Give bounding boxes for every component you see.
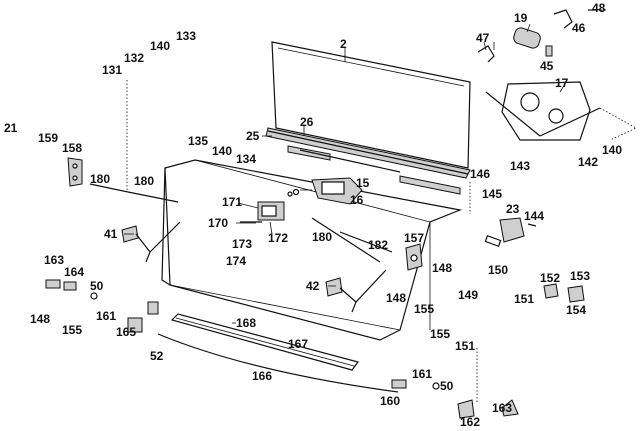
latch-assembly	[287, 177, 363, 205]
small-parts-right	[45, 279, 585, 419]
label-52: 52	[150, 349, 164, 363]
label-25: 25	[246, 129, 260, 143]
label-163a: 163	[44, 253, 64, 267]
label-142: 142	[578, 155, 598, 169]
lock-23	[484, 217, 537, 247]
label-161a: 161	[96, 309, 116, 323]
label-165: 165	[116, 325, 136, 339]
label-168: 168	[236, 316, 256, 330]
label-50a: 50	[90, 279, 104, 293]
label-2: 2	[340, 37, 347, 51]
label-146: 146	[470, 167, 490, 181]
label-155a: 155	[62, 323, 82, 337]
glass-panel	[271, 41, 471, 169]
label-180a: 180	[90, 172, 110, 186]
label-171: 171	[222, 195, 242, 209]
label-154: 154	[566, 303, 586, 317]
label-159: 159	[38, 131, 58, 145]
label-143: 143	[510, 159, 530, 173]
label-15: 15	[356, 176, 370, 190]
label-132: 132	[124, 51, 144, 65]
label-140b: 140	[212, 144, 232, 158]
label-158: 158	[62, 141, 82, 155]
label-150: 150	[488, 263, 508, 277]
label-180b: 180	[134, 174, 154, 188]
label-148b: 148	[386, 291, 406, 305]
label-48: 48	[592, 1, 606, 15]
label-145: 145	[482, 187, 502, 201]
label-153: 153	[570, 269, 590, 283]
label-148c: 148	[432, 261, 452, 275]
label-182: 182	[368, 238, 388, 252]
label-163b: 163	[492, 401, 512, 415]
label-140c: 140	[602, 143, 622, 157]
label-134: 134	[236, 152, 256, 166]
label-151a: 151	[514, 292, 534, 306]
bracket-157	[405, 243, 423, 271]
part-labels: 2 15 16 17 19 21 23 25 26 41 42 45 46 47…	[4, 1, 622, 429]
label-151b: 151	[455, 339, 475, 353]
window-regulator	[485, 81, 637, 141]
label-155c: 155	[430, 327, 450, 341]
weatherstrip	[157, 313, 399, 393]
label-174: 174	[226, 254, 246, 268]
label-41: 41	[104, 227, 118, 241]
label-21: 21	[4, 121, 18, 135]
label-180c: 180	[312, 230, 332, 244]
label-50b: 50	[440, 379, 454, 393]
lower-channel	[287, 145, 461, 195]
small-brackets-top	[477, 9, 596, 63]
label-155b: 155	[414, 302, 434, 316]
door-body	[161, 159, 463, 341]
hinge-arm-right	[325, 269, 387, 313]
label-161b: 161	[412, 367, 432, 381]
label-167: 167	[288, 337, 308, 351]
label-47: 47	[476, 31, 490, 45]
label-42: 42	[306, 279, 320, 293]
label-133: 133	[176, 29, 196, 43]
leader-lines	[124, 9, 606, 404]
label-26: 26	[300, 115, 314, 129]
label-162: 162	[460, 415, 480, 429]
label-131: 131	[102, 63, 122, 77]
label-173: 173	[232, 237, 252, 251]
lock-assembly	[240, 201, 285, 235]
bracket-158	[67, 157, 83, 187]
label-164: 164	[64, 265, 84, 279]
label-46: 46	[572, 21, 586, 35]
label-166: 166	[252, 369, 272, 383]
label-135: 135	[188, 134, 208, 148]
label-149: 149	[458, 288, 478, 302]
label-148a: 148	[30, 312, 50, 326]
label-152: 152	[540, 271, 560, 285]
label-170: 170	[208, 216, 228, 230]
label-144: 144	[524, 209, 544, 223]
label-140a: 140	[150, 39, 170, 53]
rods	[89, 183, 393, 263]
label-16: 16	[350, 193, 364, 207]
label-23: 23	[506, 202, 520, 216]
label-45: 45	[540, 59, 554, 73]
label-172: 172	[268, 231, 288, 245]
label-17: 17	[555, 76, 569, 90]
label-19: 19	[514, 11, 528, 25]
label-157: 157	[404, 231, 424, 245]
motor	[513, 27, 541, 49]
glass-channel	[265, 125, 471, 179]
label-160: 160	[380, 394, 400, 408]
